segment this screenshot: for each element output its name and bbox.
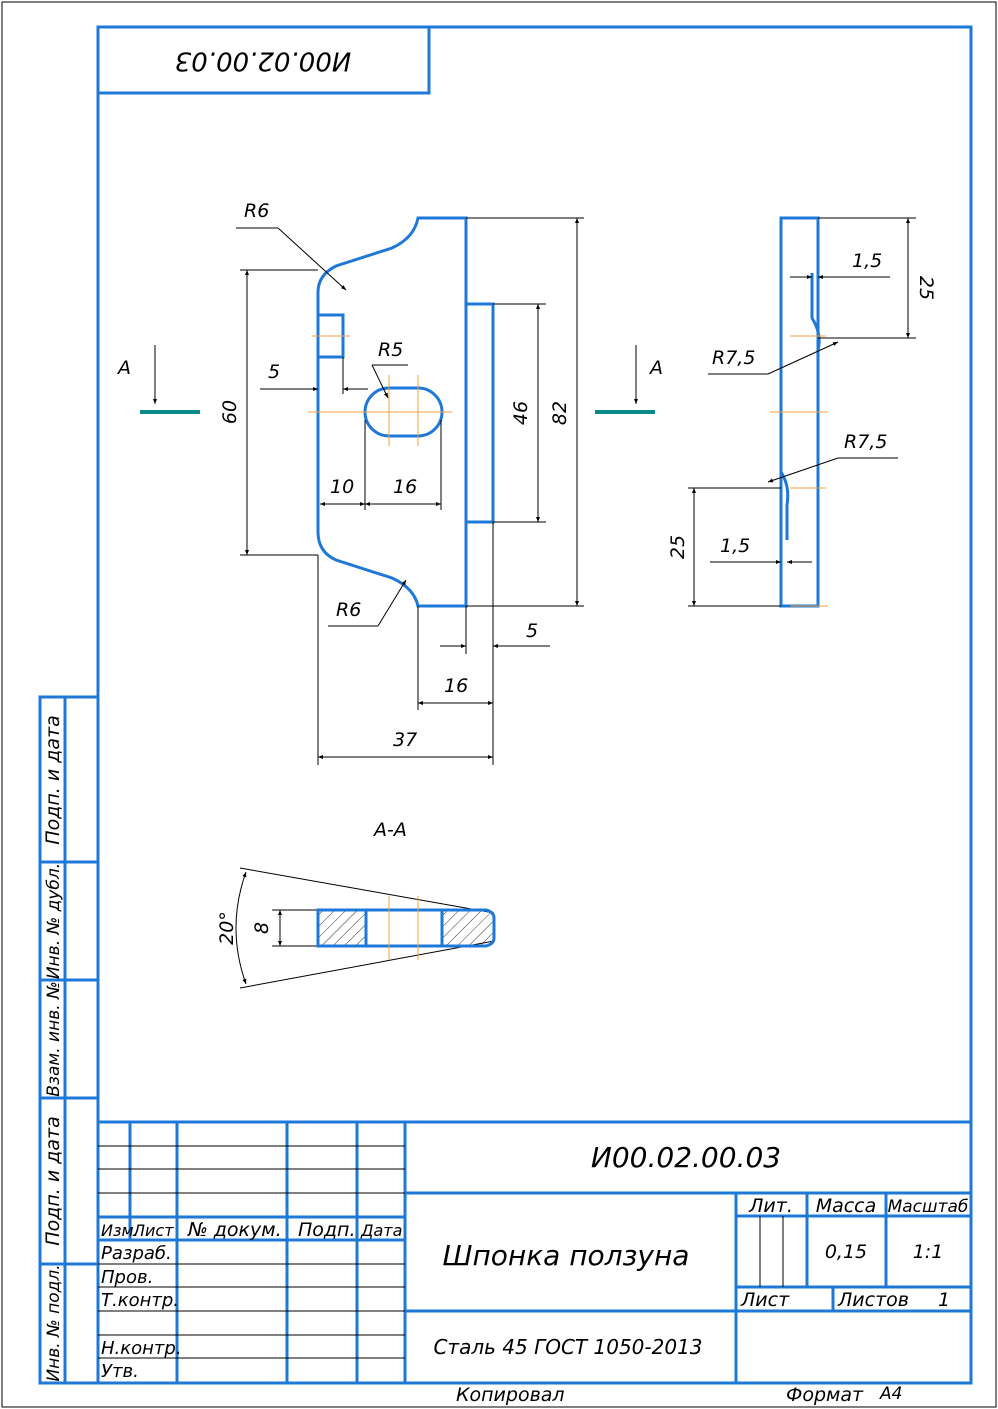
dim-25-top: 25 [915,276,937,300]
dim-5-bottom: 5 [526,620,538,642]
dim-r7-5-top: R7,5 [712,347,755,369]
section-view: А-А 20° 8 [216,819,496,989]
tb-utv: Утв. [101,1361,139,1382]
tb-sheets-value: 1 [938,1289,950,1311]
top-code-box: И00.02.00.03 [96,25,431,95]
tb-prov: Пров. [101,1267,153,1288]
tb-izm: Изм. [101,1221,139,1240]
tb-mass-value: 0,15 [825,1241,867,1263]
dim-16-bottom: 16 [444,675,468,697]
format-label: Формат [786,1384,864,1406]
tb-code: И00.02.00.03 [591,1141,781,1174]
side-inv-podl: Инв. № подл. [44,1264,64,1381]
side-podp-data-1: Подп. и дата [42,715,64,844]
section-mark-right: А [648,357,663,379]
dim-16-slot: 16 [393,476,417,498]
section-title: А-А [372,819,407,841]
tb-material: Сталь 45 ГОСТ 1050-2013 [433,1335,702,1359]
tb-lit-label: Лит. [748,1195,793,1217]
side-columns: Подп. и дата Инв. № дубл. Взам. инв. № П… [38,695,100,1385]
dim-r6-bottom: R6 [336,599,361,621]
side-view: 25 1,5 R7,5 R7,5 25 1,5 [667,216,937,608]
tb-scale-label: Масштаб [888,1197,969,1217]
dim-r6-top: R6 [244,200,269,222]
section-marker-right: А [595,345,663,414]
dim-60: 60 [219,400,241,424]
dim-25-bottom: 25 [667,535,689,559]
dim-5-left: 5 [268,361,280,383]
tb-scale-value: 1:1 [913,1241,944,1263]
format-value: A4 [879,1384,902,1404]
tb-mass-label: Масса [816,1195,877,1217]
section-marker-left: А [116,345,200,414]
dim-r5: R5 [378,339,403,361]
drawing-frame [96,25,973,1385]
dim-1-5-bottom: 1,5 [720,535,750,557]
tb-tkontr: Т.контр. [101,1290,179,1311]
tb-date: Дата [360,1221,402,1240]
section-mark-left: А [116,357,131,379]
dim-82: 82 [549,401,571,425]
dim-r7-5-bottom: R7,5 [844,431,887,453]
dim-46: 46 [510,401,532,425]
title-block: Изм. Лист № докум. Подп. Дата Разраб. Пр… [98,1120,971,1383]
copied-label: Копировал [456,1384,565,1406]
dim-37: 37 [393,729,417,751]
tb-sheets-label: Листов [837,1289,909,1311]
tb-sheet-label: Лист [740,1289,790,1311]
tb-sign: Подп. [298,1219,356,1241]
tb-title: Шпонка ползуна [443,1239,690,1272]
side-inv-dubl: Инв. № дубл. [44,863,64,979]
dim-1-5-top: 1,5 [852,250,882,272]
tb-docnum: № докум. [187,1219,282,1241]
front-view: R6 60 5 R5 10 16 46 82 R6 [219,200,584,765]
side-vzam-inv: Взам. инв. № [44,981,64,1096]
side-podp-data-2: Подп. и дата [42,1116,64,1245]
dim-8: 8 [251,922,273,934]
dim-10: 10 [330,476,354,498]
top-code-text: И00.02.00.03 [175,46,352,76]
tb-nkontr: Н.контр. [101,1338,182,1359]
tb-razrab: Разраб. [101,1243,172,1264]
dim-angle: 20° [216,911,238,945]
tb-list: Лист [132,1221,174,1240]
